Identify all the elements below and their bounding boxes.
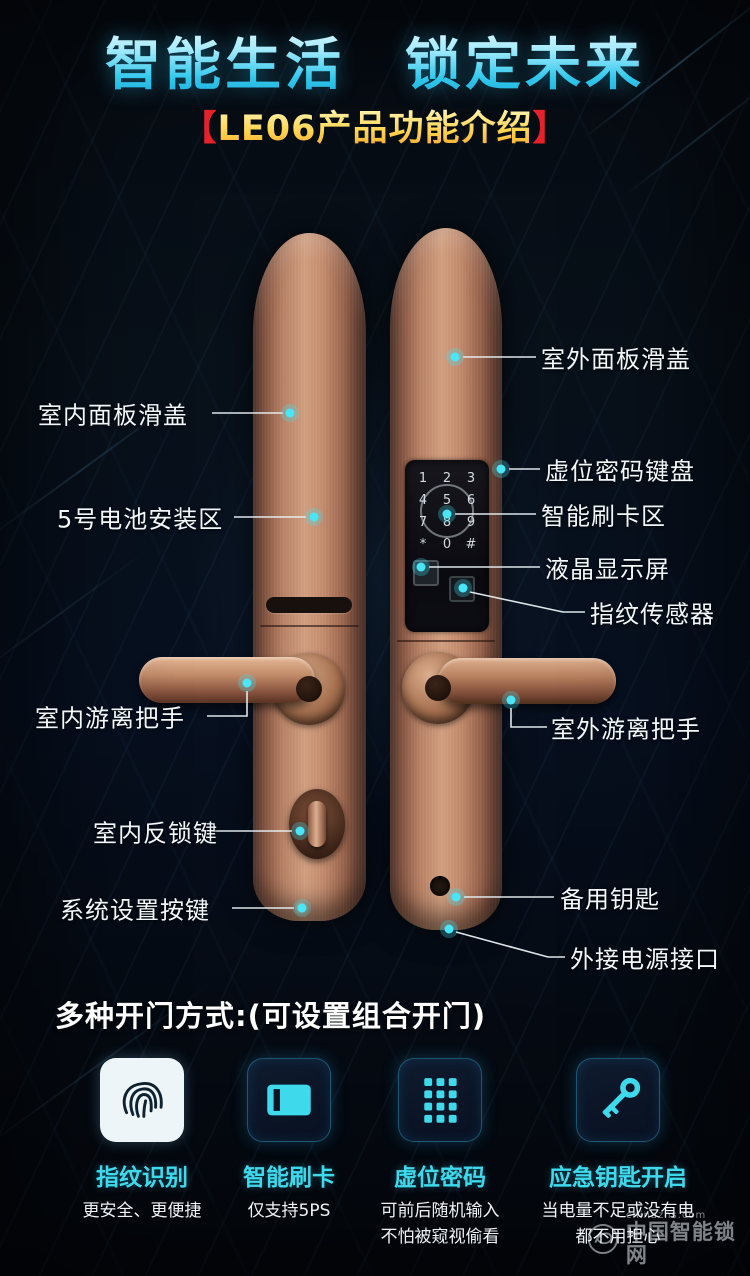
callout-fingerprint-sensor: 指纹传感器 bbox=[590, 600, 715, 629]
lcd-display bbox=[413, 560, 439, 586]
light-streak bbox=[0, 549, 148, 693]
handle-spindle bbox=[425, 675, 451, 701]
feature-title: 虚位密码 bbox=[394, 1165, 486, 1191]
keypad-key: 5 bbox=[442, 493, 452, 508]
keypad-key: 8 bbox=[442, 515, 452, 530]
callout-backup-key: 备用钥匙 bbox=[560, 885, 660, 914]
callout-indoor-slide-cover: 室内面板滑盖 bbox=[38, 401, 188, 430]
callout-lcd-screen: 液晶显示屏 bbox=[545, 555, 670, 584]
fingerprint-icon bbox=[122, 1082, 163, 1118]
feature-title: 应急钥匙开启 bbox=[549, 1165, 687, 1191]
password-keypad: 1 2 3 4 5 6 7 8 9 * 0 # bbox=[405, 460, 489, 632]
callout-power-port: 外接电源接口 bbox=[570, 945, 720, 974]
feature-card: 智能刷卡 仅支持5PS bbox=[197, 1058, 381, 1225]
watermark-site: 中国智能锁网 bbox=[625, 1220, 736, 1268]
outdoor-handle bbox=[438, 658, 616, 704]
keypad-key: * bbox=[419, 537, 427, 552]
keypad-key: 2 bbox=[442, 471, 452, 486]
watermark: chinazns.com 中国智能锁网 bbox=[586, 1210, 750, 1267]
deadbolt-thumbturn-knob bbox=[308, 801, 326, 847]
callout-system-button: 系统设置按键 bbox=[60, 896, 210, 925]
key-tile bbox=[576, 1058, 660, 1142]
subtitle-left-bracket: 【 bbox=[181, 109, 218, 149]
keypad-key: 4 bbox=[418, 493, 428, 508]
feature-title: 智能刷卡 bbox=[243, 1165, 335, 1191]
callout-outdoor-slide-cover: 室外面板滑盖 bbox=[541, 345, 691, 374]
watermark-logo-icon bbox=[587, 1223, 618, 1254]
keypad-key: 1 bbox=[418, 471, 428, 486]
keypad-key: 0 bbox=[442, 537, 452, 552]
watermark-domain: chinazns.com bbox=[625, 1210, 707, 1221]
feature-fingerprint: 指纹识别 更安全、更便捷 bbox=[50, 1058, 234, 1225]
outdoor-lock-panel: 1 2 3 4 5 6 7 8 9 * 0 # bbox=[390, 228, 616, 930]
callout-outdoor-handle: 室外游离把手 bbox=[551, 715, 701, 744]
subtitle-text: LE06产品功能介绍 bbox=[217, 109, 533, 149]
background-glow bbox=[130, 250, 630, 910]
keypad-key: 7 bbox=[418, 515, 428, 530]
feature-desc: 不怕被窥视偷看 bbox=[380, 1226, 500, 1247]
subtitle-right-bracket: 】 bbox=[532, 109, 569, 149]
keypad-key: 9 bbox=[466, 515, 476, 530]
backup-keyhole bbox=[430, 876, 450, 896]
section-title: 多种开门方式:(可设置组合开门) bbox=[55, 999, 487, 1033]
handle-spindle bbox=[296, 676, 322, 702]
feature-title: 指纹识别 bbox=[96, 1165, 188, 1191]
fingerprint-tile bbox=[100, 1058, 184, 1142]
feature-desc: 都不用担心 bbox=[575, 1226, 661, 1247]
callout-password-keypad: 虚位密码键盘 bbox=[545, 457, 695, 486]
callout-indoor-handle: 室内游离把手 bbox=[35, 704, 185, 733]
feature-key: 应急钥匙开启 当电量不足或没有电 都不用担心 bbox=[526, 1058, 710, 1250]
feature-desc: 仅支持5PS bbox=[247, 1201, 331, 1221]
feature-desc: 当电量不足或没有电 bbox=[541, 1201, 695, 1221]
feature-password: 虚位密码 可前后随机输入 不怕被窥视偷看 bbox=[348, 1058, 532, 1250]
system-settings-button bbox=[295, 901, 310, 916]
feature-desc: 可前后随机输入 bbox=[380, 1201, 500, 1221]
indoor-lock-panel bbox=[139, 233, 366, 921]
panel-seam bbox=[396, 640, 496, 642]
keypad-icon bbox=[424, 1078, 457, 1123]
feature-desc: 更安全、更便捷 bbox=[82, 1201, 202, 1221]
keypad-key: 3 bbox=[466, 471, 476, 486]
callout-indoor-deadbolt: 室内反锁键 bbox=[93, 819, 218, 848]
keypad-key: 6 bbox=[466, 493, 476, 508]
password-tile bbox=[398, 1058, 482, 1142]
keypad-key: # bbox=[465, 537, 477, 552]
card-icon bbox=[267, 1084, 311, 1116]
page-title: 智能生活 锁定未来 bbox=[0, 20, 750, 101]
page-subtitle: 【LE06产品功能介绍】 bbox=[0, 100, 750, 151]
callout-card-area: 智能刷卡区 bbox=[541, 502, 666, 531]
indoor-handle bbox=[139, 657, 315, 703]
battery-slot bbox=[266, 597, 352, 613]
card-tile bbox=[247, 1058, 331, 1142]
key-icon bbox=[602, 1077, 641, 1118]
panel-seam bbox=[259, 625, 360, 627]
fingerprint-sensor bbox=[449, 576, 475, 602]
callout-battery-area: 5号电池安装区 bbox=[57, 505, 224, 534]
keypad-grid: 1 2 3 4 5 6 7 8 9 * 0 # bbox=[411, 468, 483, 556]
